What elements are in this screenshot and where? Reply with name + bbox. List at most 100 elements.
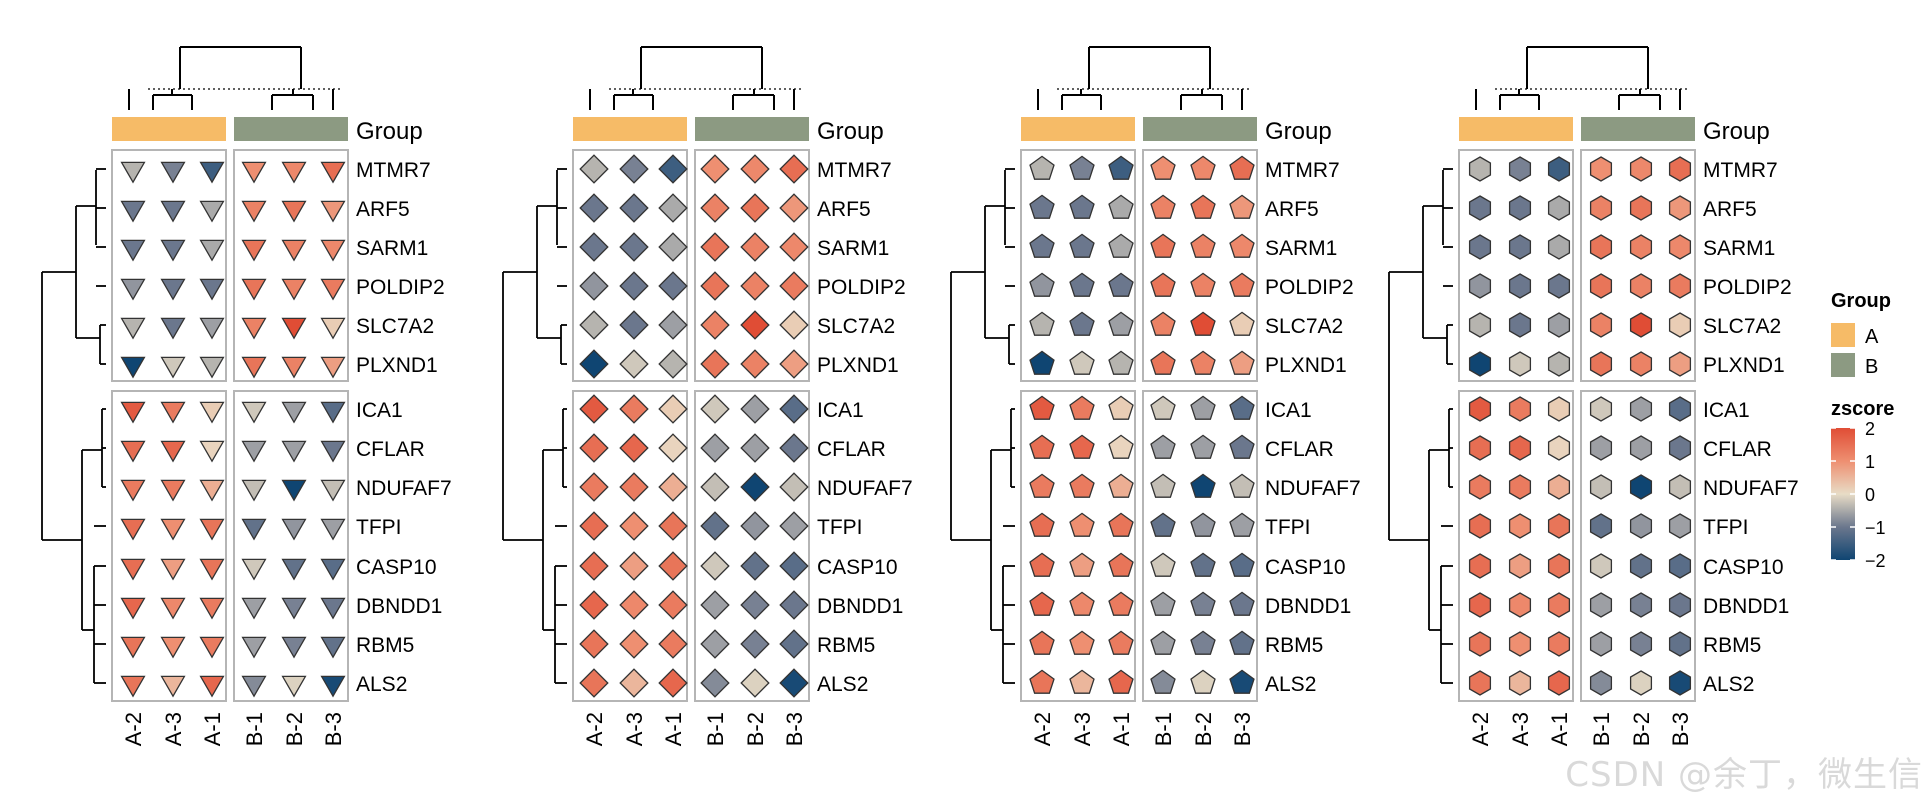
group-legend-label: B [1865, 356, 1878, 378]
heatmap-cell-marker [1190, 155, 1216, 180]
row-label: RBM5 [817, 634, 875, 657]
heatmap-cell-marker [1547, 351, 1571, 377]
heatmap-cell-marker [120, 356, 146, 379]
heatmap-cell-marker [700, 590, 730, 620]
cell-block-frame [572, 390, 688, 702]
heatmap-cell-marker [320, 675, 346, 698]
group-bar-B [695, 117, 809, 141]
heatmap-cell-marker [779, 433, 809, 463]
heatmap-cell-marker [1108, 395, 1134, 420]
heatmap-cell-marker [160, 440, 186, 463]
heatmap-cell-marker [1508, 513, 1532, 539]
heatmap-cell-marker [1029, 311, 1055, 336]
heatmap-cell-marker [1547, 474, 1571, 500]
heatmap-cell-marker [1508, 670, 1532, 696]
row-label: SARM1 [817, 237, 889, 260]
heatmap-cell-marker [1589, 396, 1613, 422]
zscore-tick-label: 2 [1865, 419, 1875, 439]
row-label: DBNDD1 [1703, 595, 1789, 618]
heatmap-cell-marker [1069, 395, 1095, 420]
row-label: ALS2 [817, 673, 868, 696]
heatmap-cell-marker [1029, 473, 1055, 498]
heatmap-cell-marker [281, 239, 307, 262]
heatmap-cell-marker [199, 518, 225, 541]
heatmap-cell-marker [120, 518, 146, 541]
row-label: DBNDD1 [817, 595, 903, 618]
column-label: B-1 [242, 712, 267, 746]
heatmap-cell-marker [281, 356, 307, 379]
heatmap-cell-marker [281, 200, 307, 223]
heatmap-cell-marker [1468, 156, 1492, 182]
heatmap-cell-marker [160, 161, 186, 184]
heatmap-cell-marker [281, 479, 307, 502]
heatmap-cell-marker [1150, 272, 1176, 297]
heatmap-cell-marker [579, 154, 609, 184]
heatmap-cell-marker [1029, 669, 1055, 694]
column-label: A-2 [1468, 712, 1493, 746]
row-dendrogram [41, 168, 106, 684]
column-label: A-1 [1109, 712, 1134, 746]
heatmap-cell-marker [658, 232, 688, 262]
heatmap-cell-marker [1150, 194, 1176, 219]
heatmap-cell-marker [1029, 194, 1055, 219]
heatmap-cell-marker [700, 668, 730, 698]
heatmap-cell-marker [1468, 670, 1492, 696]
row-label: DBNDD1 [1265, 595, 1351, 618]
heatmap-cell-marker [1229, 233, 1255, 258]
row-dendrogram [1388, 168, 1453, 684]
heatmap-cell-marker [320, 597, 346, 620]
heatmap-cell-marker [241, 278, 267, 301]
heatmap-cell-marker [160, 675, 186, 698]
heatmap-cell-marker [1629, 435, 1653, 461]
column-label: B-1 [1589, 712, 1614, 746]
heatmap-cell-marker [779, 511, 809, 541]
heatmap-cell-marker [1190, 434, 1216, 459]
heatmap-cell-marker [1508, 234, 1532, 260]
heatmap-cell-marker [199, 636, 225, 659]
row-label: ICA1 [1265, 399, 1312, 422]
heatmap-cell-marker [281, 440, 307, 463]
heatmap-cell-marker [120, 675, 146, 698]
column-label: A-2 [1030, 712, 1055, 746]
heatmap-cell-marker [658, 629, 688, 659]
heatmap-cell-marker [658, 668, 688, 698]
heatmap-cell-marker [779, 629, 809, 659]
cell-block-frame [694, 149, 810, 382]
heatmap-cell-marker [1150, 395, 1176, 420]
heatmap-cell-marker [281, 636, 307, 659]
heatmap-cell-marker [1547, 553, 1571, 579]
heatmap-cell-marker [1668, 592, 1692, 618]
row-label: PLXND1 [356, 354, 438, 377]
heatmap-cell-marker [1668, 631, 1692, 657]
heatmap-cell-marker [740, 511, 770, 541]
heatmap-cell-marker [241, 597, 267, 620]
group-bar-B [1143, 117, 1257, 141]
heatmap-cell-marker [579, 394, 609, 424]
heatmap-cell-marker [1029, 233, 1055, 258]
heatmap-cell-marker [1468, 513, 1492, 539]
cell-block-frame [1020, 149, 1136, 382]
heatmap-cell-marker [658, 154, 688, 184]
cell-block-frame [1142, 149, 1258, 382]
heatmap-cell-marker [120, 317, 146, 340]
heatmap-cell-marker [779, 193, 809, 223]
heatmap-cell-marker [199, 401, 225, 424]
heatmap-cell-marker [1190, 350, 1216, 375]
row-label: MTMR7 [817, 159, 892, 182]
heatmap-cell-marker [1629, 234, 1653, 260]
group-bar-B [1581, 117, 1695, 141]
heatmap-cell-marker [779, 394, 809, 424]
heatmap-cell-marker [241, 675, 267, 698]
heatmap-cell-marker [579, 590, 609, 620]
heatmap-cell-marker [1508, 195, 1532, 221]
cell-block-frame [111, 149, 227, 382]
heatmap-cell-marker [579, 629, 609, 659]
heatmap-cell-marker [619, 310, 649, 340]
heatmap-cell-marker [1468, 195, 1492, 221]
heatmap-cell-marker [1468, 631, 1492, 657]
cell-block-frame [1580, 390, 1696, 702]
heatmap-cell-marker [1468, 474, 1492, 500]
heatmap-cell-marker [1629, 592, 1653, 618]
heatmap-cell-marker [1629, 351, 1653, 377]
heatmap-cell-marker [1508, 273, 1532, 299]
